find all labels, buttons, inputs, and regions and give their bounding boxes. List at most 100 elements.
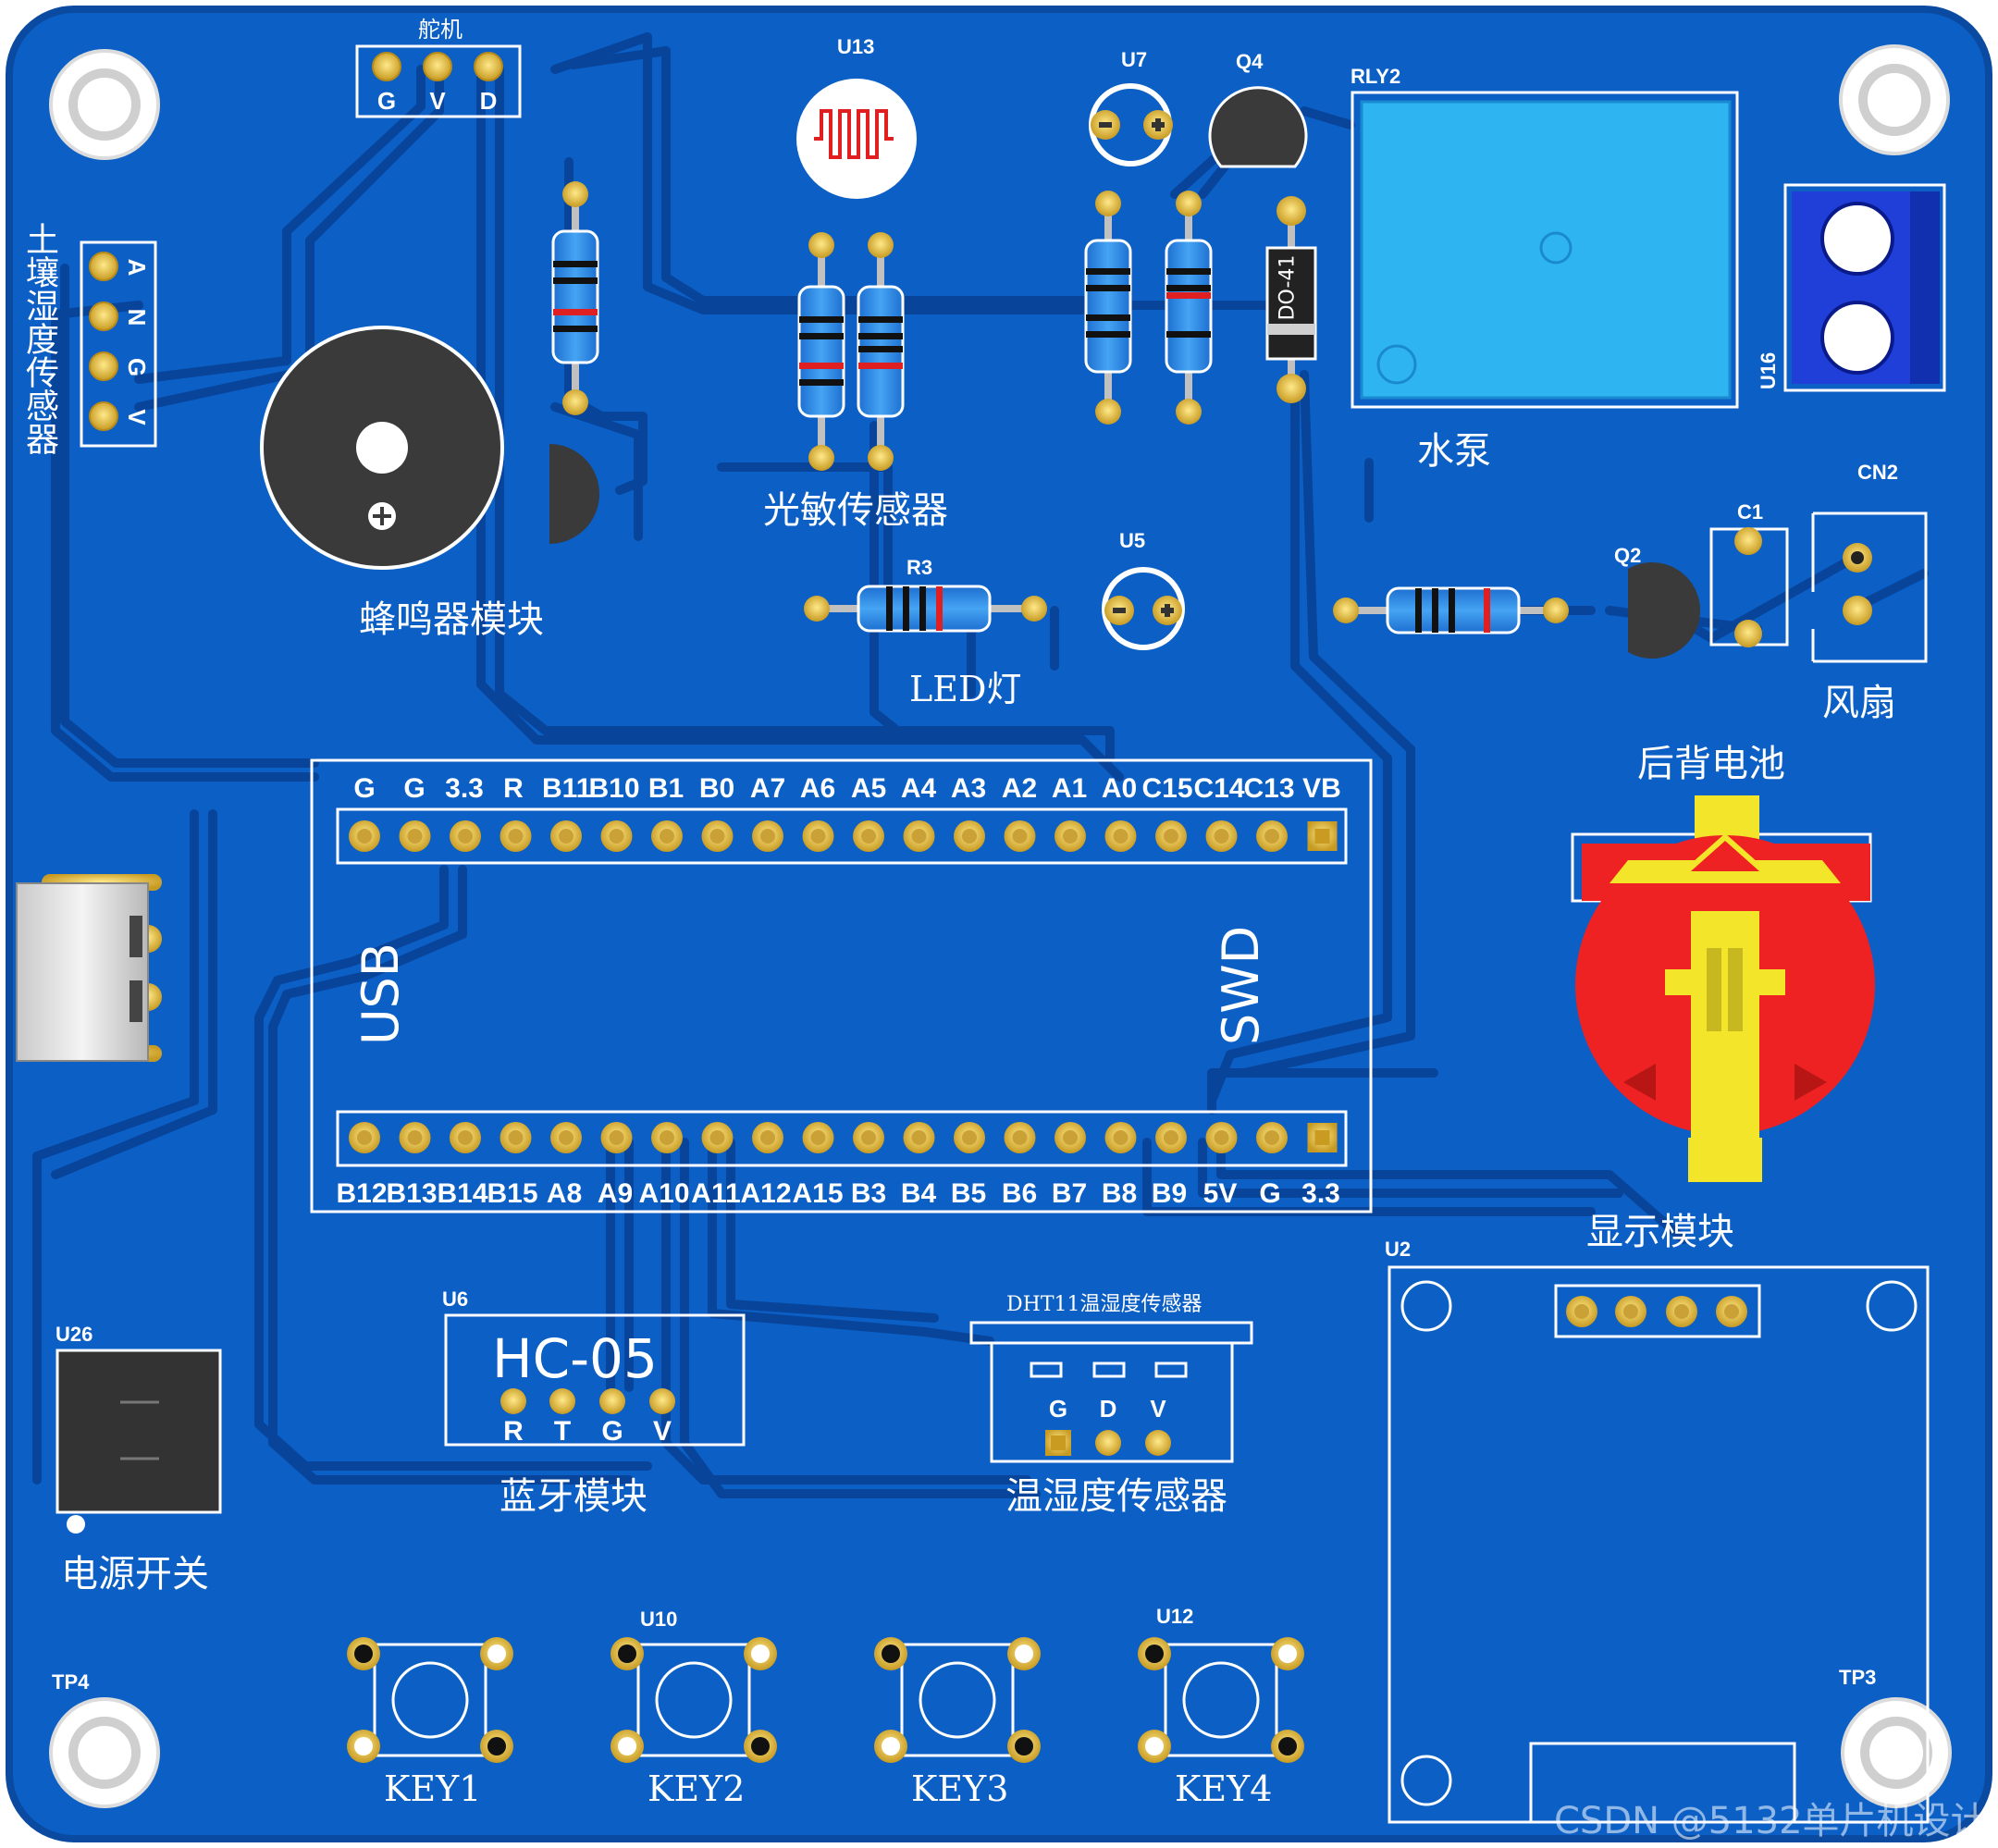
coin-battery-holder (1571, 795, 1875, 1182)
mount-holes (49, 44, 1952, 1808)
mcu-bottom-pin-label: A9 (597, 1178, 634, 1209)
label-key3: KEY3 (911, 1768, 1009, 1809)
mcu-top-pin-label: A2 (1001, 773, 1038, 804)
key-switch[interactable] (874, 1637, 1041, 1763)
mcu-bottom-pin-label: B5 (950, 1178, 987, 1209)
label-key2: KEY2 (648, 1768, 746, 1809)
label-led: LED灯 (909, 669, 1022, 709)
servo-pin-d: D (479, 87, 498, 115)
resistor-r3 (804, 585, 1047, 633)
label-tp4: TP4 (52, 1670, 90, 1694)
servo-connector (355, 44, 522, 118)
mcu-bottom-pin-label: A11 (691, 1178, 741, 1209)
connector-cn2 (1811, 511, 1928, 663)
label-c1: C1 (1737, 500, 1764, 524)
label-swd: SWD (1212, 925, 1270, 1045)
mcu-top-pin-label: B10 (588, 773, 640, 804)
label-usb: USB (352, 942, 410, 1045)
label-battery: 后背电池 (1637, 743, 1785, 785)
oled-pad-holes (1574, 1304, 1739, 1319)
hc05-pads (500, 1388, 675, 1414)
mcu-top-pin-label: VB (1302, 773, 1341, 804)
terminal-outline (1783, 183, 1946, 392)
label-bluetooth: 蓝牙模块 (500, 1475, 648, 1518)
terminal-screw-1 (1820, 202, 1894, 276)
terminal-screw-2 (1820, 301, 1894, 375)
mcu-top-pin-label: B11 (542, 773, 592, 804)
mcu-bottom-pin-label: B6 (1001, 1178, 1038, 1209)
hc05-pin-r: R (503, 1416, 524, 1447)
label-q2: Q2 (1614, 544, 1642, 567)
mcu-top-pads (349, 820, 1338, 852)
label-power-switch: 电源开关 (61, 1553, 209, 1595)
label-q4: Q4 (1236, 50, 1264, 73)
label-hc05: HC-05 (492, 1327, 658, 1390)
label-u13: U13 (837, 35, 875, 58)
power-switch (56, 1349, 222, 1514)
oled-header (1554, 1284, 1761, 1338)
led-u5 (1102, 567, 1185, 650)
resistor-pump-2 (1165, 191, 1213, 425)
usb-c-connector (16, 874, 162, 1062)
hc05-pin-g: G (601, 1416, 623, 1447)
transistor-q2 (1628, 562, 1701, 659)
dht11-body (990, 1341, 1234, 1463)
mcu-top-pin-label: B0 (698, 773, 735, 804)
label-temp-hum: 温湿度传感器 (1005, 1475, 1227, 1518)
mcu-bottom-pin-label: B13 (386, 1178, 438, 1209)
key-switch[interactable] (610, 1637, 777, 1763)
mcu-bottom-pin-label: A10 (638, 1178, 690, 1209)
servo-pin-g: G (376, 87, 397, 115)
label-u12: U12 (1156, 1605, 1194, 1628)
mcu-top-pin-label: A1 (1051, 773, 1088, 804)
hc05-pin-v: V (652, 1416, 672, 1447)
mcu-bottom-pin-label: G (1259, 1178, 1281, 1209)
resistor-fan (1333, 586, 1569, 634)
mcu-bottom-pin-label: B8 (1101, 1178, 1138, 1209)
soil-pin-a: A (123, 258, 151, 277)
hc05-outline (444, 1313, 746, 1447)
label-display: 显示模块 (1586, 1211, 1734, 1253)
led-u7 (1089, 83, 1173, 166)
key-switch[interactable] (347, 1637, 513, 1763)
mcu-top-pin-label: A3 (950, 773, 987, 804)
soil-pin-g: G (123, 357, 151, 377)
dht-pin-v: V (1150, 1395, 1166, 1423)
resistor-light-2 (857, 232, 905, 471)
hc05-pin-t: T (553, 1416, 572, 1447)
watermark: CSDN @5132单片机设计 (1554, 1800, 1988, 1842)
mcu-top-pin-label: C14 (1193, 773, 1245, 804)
label-key1: KEY1 (384, 1768, 482, 1809)
mcu-outline (310, 758, 1373, 1214)
label-u2: U2 (1385, 1238, 1412, 1261)
mcu-bottom-pin-label: B12 (336, 1178, 388, 1209)
mcu-bottom-pin-label: B14 (437, 1178, 488, 1209)
mcu-top-pin-label: B1 (648, 773, 684, 804)
mcu-top-pin-label: 3.3 (445, 773, 484, 804)
mcu-top-pin-label: C13 (1243, 773, 1295, 804)
key-switch[interactable] (1138, 1637, 1304, 1763)
mcu-bottom-pin-label: B15 (487, 1178, 538, 1209)
soil-pads (89, 252, 118, 431)
label-u10: U10 (640, 1608, 678, 1631)
mcu-bottom-pin-label: 3.3 (1301, 1178, 1340, 1209)
label-key4: KEY4 (1175, 1768, 1273, 1809)
mcu-top-pin-label: A5 (850, 773, 887, 804)
mcu-bottom-pads (349, 1122, 1338, 1153)
diode (1265, 196, 1317, 403)
soil-connector (80, 240, 157, 448)
label-cn2: CN2 (1857, 461, 1899, 484)
label-u5: U5 (1119, 529, 1146, 552)
resistor-light-1 (797, 232, 845, 471)
label-r3: R3 (906, 556, 933, 579)
label-u16: U16 (1757, 351, 1781, 390)
mcu-top-pin-label: G (403, 773, 426, 804)
label-rly2: RLY2 (1350, 65, 1401, 88)
servo-pin-v: V (429, 87, 446, 115)
mcu-top-pin-label: C15 (1141, 773, 1193, 804)
label-buzzer: 蜂鸣器模块 (359, 598, 544, 641)
mcu-top-pin-label: R (503, 773, 524, 804)
mcu-top-pin-label: A6 (799, 773, 836, 804)
tactile-keys (347, 1637, 1304, 1763)
